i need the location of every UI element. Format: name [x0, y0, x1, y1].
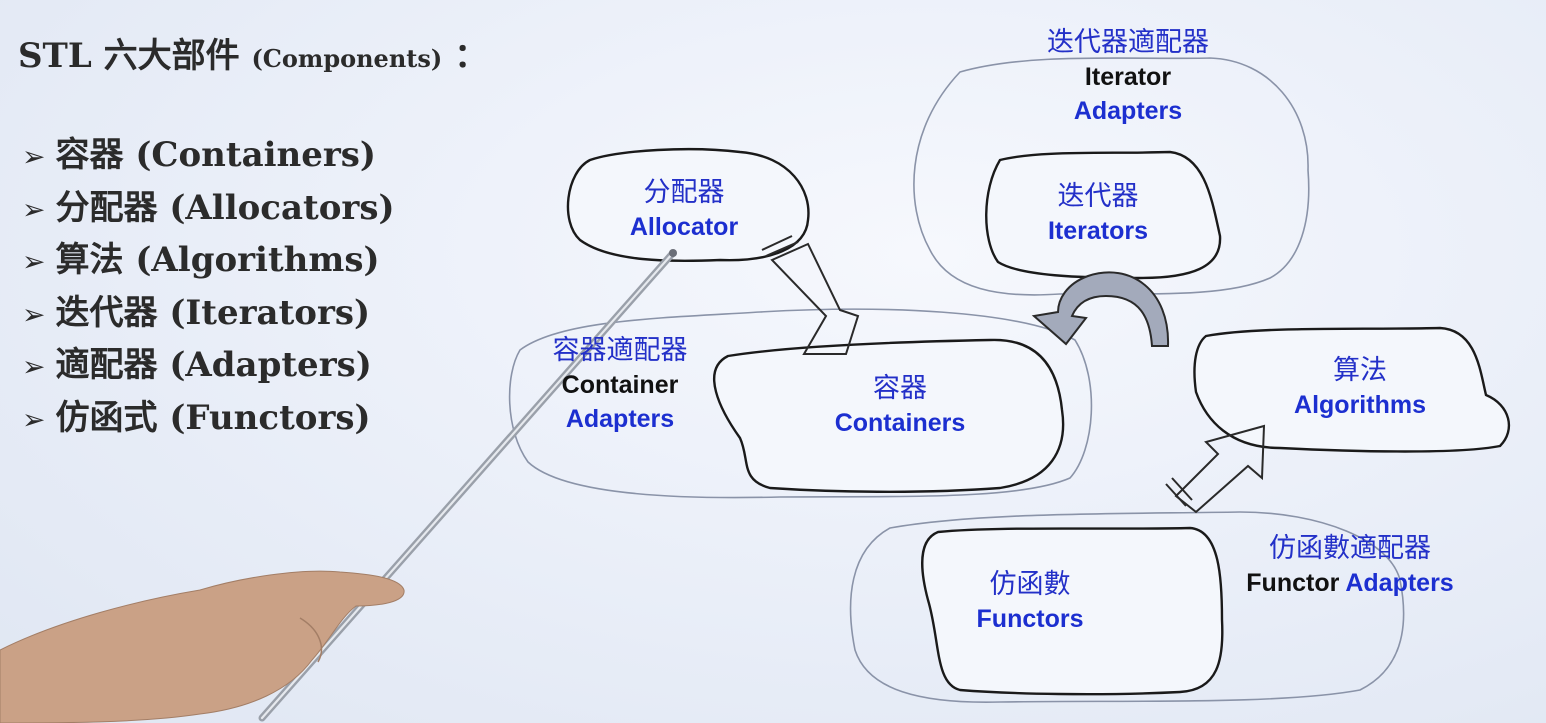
- containers-zh: 容器: [873, 373, 927, 404]
- list-item-en: (Containers): [135, 135, 377, 175]
- list-item-en: (Allocators): [169, 187, 395, 228]
- functors-blob: [921, 526, 1224, 696]
- iterator-adapters-en1: Iterator: [1084, 63, 1172, 91]
- list-item: ➢ 容器 (Containers): [22, 130, 395, 183]
- list-item-en: (Adapters): [169, 345, 372, 385]
- container-adapters-label: 容器適配器 Container Adapters: [553, 334, 688, 436]
- list-item: ➢ 仿函式 (Functors): [22, 393, 395, 446]
- iterators-zh: 迭代器: [1057, 181, 1139, 212]
- presenter-hand: [0, 570, 405, 723]
- functor-adapters-blob: [849, 511, 1405, 703]
- title-colon: ：: [454, 36, 489, 76]
- slide-title: STL 六大部件 (Components) ：: [18, 28, 488, 77]
- iterators-en: Iterators: [1047, 217, 1149, 245]
- list-item: ➢ 迭代器 (Iterators): [22, 288, 395, 341]
- list-item: ➢ 分配器 (Allocators): [22, 183, 395, 236]
- list-item: ➢ 適配器 (Adapters): [22, 340, 395, 393]
- list-item-zh: 容器: [55, 135, 124, 175]
- iterator-curved-arrow: [1031, 271, 1170, 347]
- containers-label: 容器 Containers: [835, 372, 966, 440]
- containers-en: Containers: [834, 409, 966, 437]
- container-adapters-en1: Container: [561, 371, 679, 399]
- functor-adapters-zh: 仿函數適配器: [1268, 533, 1431, 564]
- list-item-zh: 分配器: [55, 187, 158, 228]
- title-sub: (Components): [251, 44, 443, 73]
- container-adapters-en2: Adapters: [565, 405, 675, 433]
- algorithms-label: 算法 Algorithms: [1294, 354, 1426, 422]
- list-item-zh: 迭代器: [55, 292, 158, 333]
- iterators-blob: [985, 150, 1222, 280]
- functor-adapters-en1: Functor: [1246, 569, 1340, 597]
- allocator-label: 分配器 Allocator: [630, 176, 738, 244]
- iterator-adapters-zh: 迭代器適配器: [1047, 27, 1209, 58]
- list-item-en: (Functors): [169, 397, 371, 438]
- containers-blob: [712, 338, 1065, 493]
- functors-label: 仿函數 Functors: [977, 568, 1084, 636]
- allocator-blob: [566, 147, 810, 263]
- iterator-adapters-en2: Adapters: [1073, 97, 1183, 125]
- container-adapters-zh: 容器適配器: [552, 335, 688, 366]
- title-main: STL 六大部件: [18, 36, 240, 76]
- iterator-adapters-blob: [913, 57, 1310, 296]
- list-item-en: (Algorithms): [135, 240, 380, 280]
- arrow-bullet-icon: ➢: [22, 245, 46, 278]
- list-item-zh: 適配器: [55, 345, 158, 385]
- allocator-to-containers-arrow: [761, 235, 860, 355]
- functor-adapters-en2: Adapters: [1345, 569, 1454, 597]
- component-list: ➢ 容器 (Containers) ➢ 分配器 (Allocators) ➢ 算法 (…: [22, 130, 395, 445]
- arrow-bullet-icon: ➢: [22, 402, 46, 436]
- arrow-bullet-icon: ➢: [22, 297, 46, 331]
- functor-to-algorithm-arrow: [1165, 424, 1266, 514]
- container-adapters-blob: [508, 308, 1093, 499]
- functors-en: Functors: [976, 605, 1084, 633]
- algorithms-blob: [1193, 326, 1511, 453]
- functor-adapters-label: 仿函數適配器 Functor Adapters: [1246, 532, 1453, 600]
- iterator-adapters-label: 迭代器適配器 Iterator Adapters: [1047, 26, 1209, 128]
- arrow-bullet-icon: ➢: [22, 350, 46, 383]
- functor-adapters-en: Functor Adapters: [1246, 566, 1453, 600]
- list-item-zh: 算法: [55, 240, 124, 280]
- allocator-en: Allocator: [629, 213, 739, 241]
- pointer-stick: [258, 249, 677, 722]
- arrow-bullet-icon: ➢: [22, 140, 46, 173]
- arrow-bullet-icon: ➢: [22, 192, 46, 226]
- allocator-zh: 分配器: [643, 177, 725, 208]
- list-item-en: (Iterators): [169, 292, 371, 333]
- list-item-zh: 仿函式: [55, 397, 158, 438]
- list-item: ➢ 算法 (Algorithms): [22, 235, 395, 288]
- algorithms-zh: 算法: [1332, 355, 1387, 386]
- iterators-label: 迭代器 Iterators: [1048, 180, 1148, 248]
- algorithms-en: Algorithms: [1294, 391, 1426, 419]
- functors-zh: 仿函數: [989, 569, 1071, 600]
